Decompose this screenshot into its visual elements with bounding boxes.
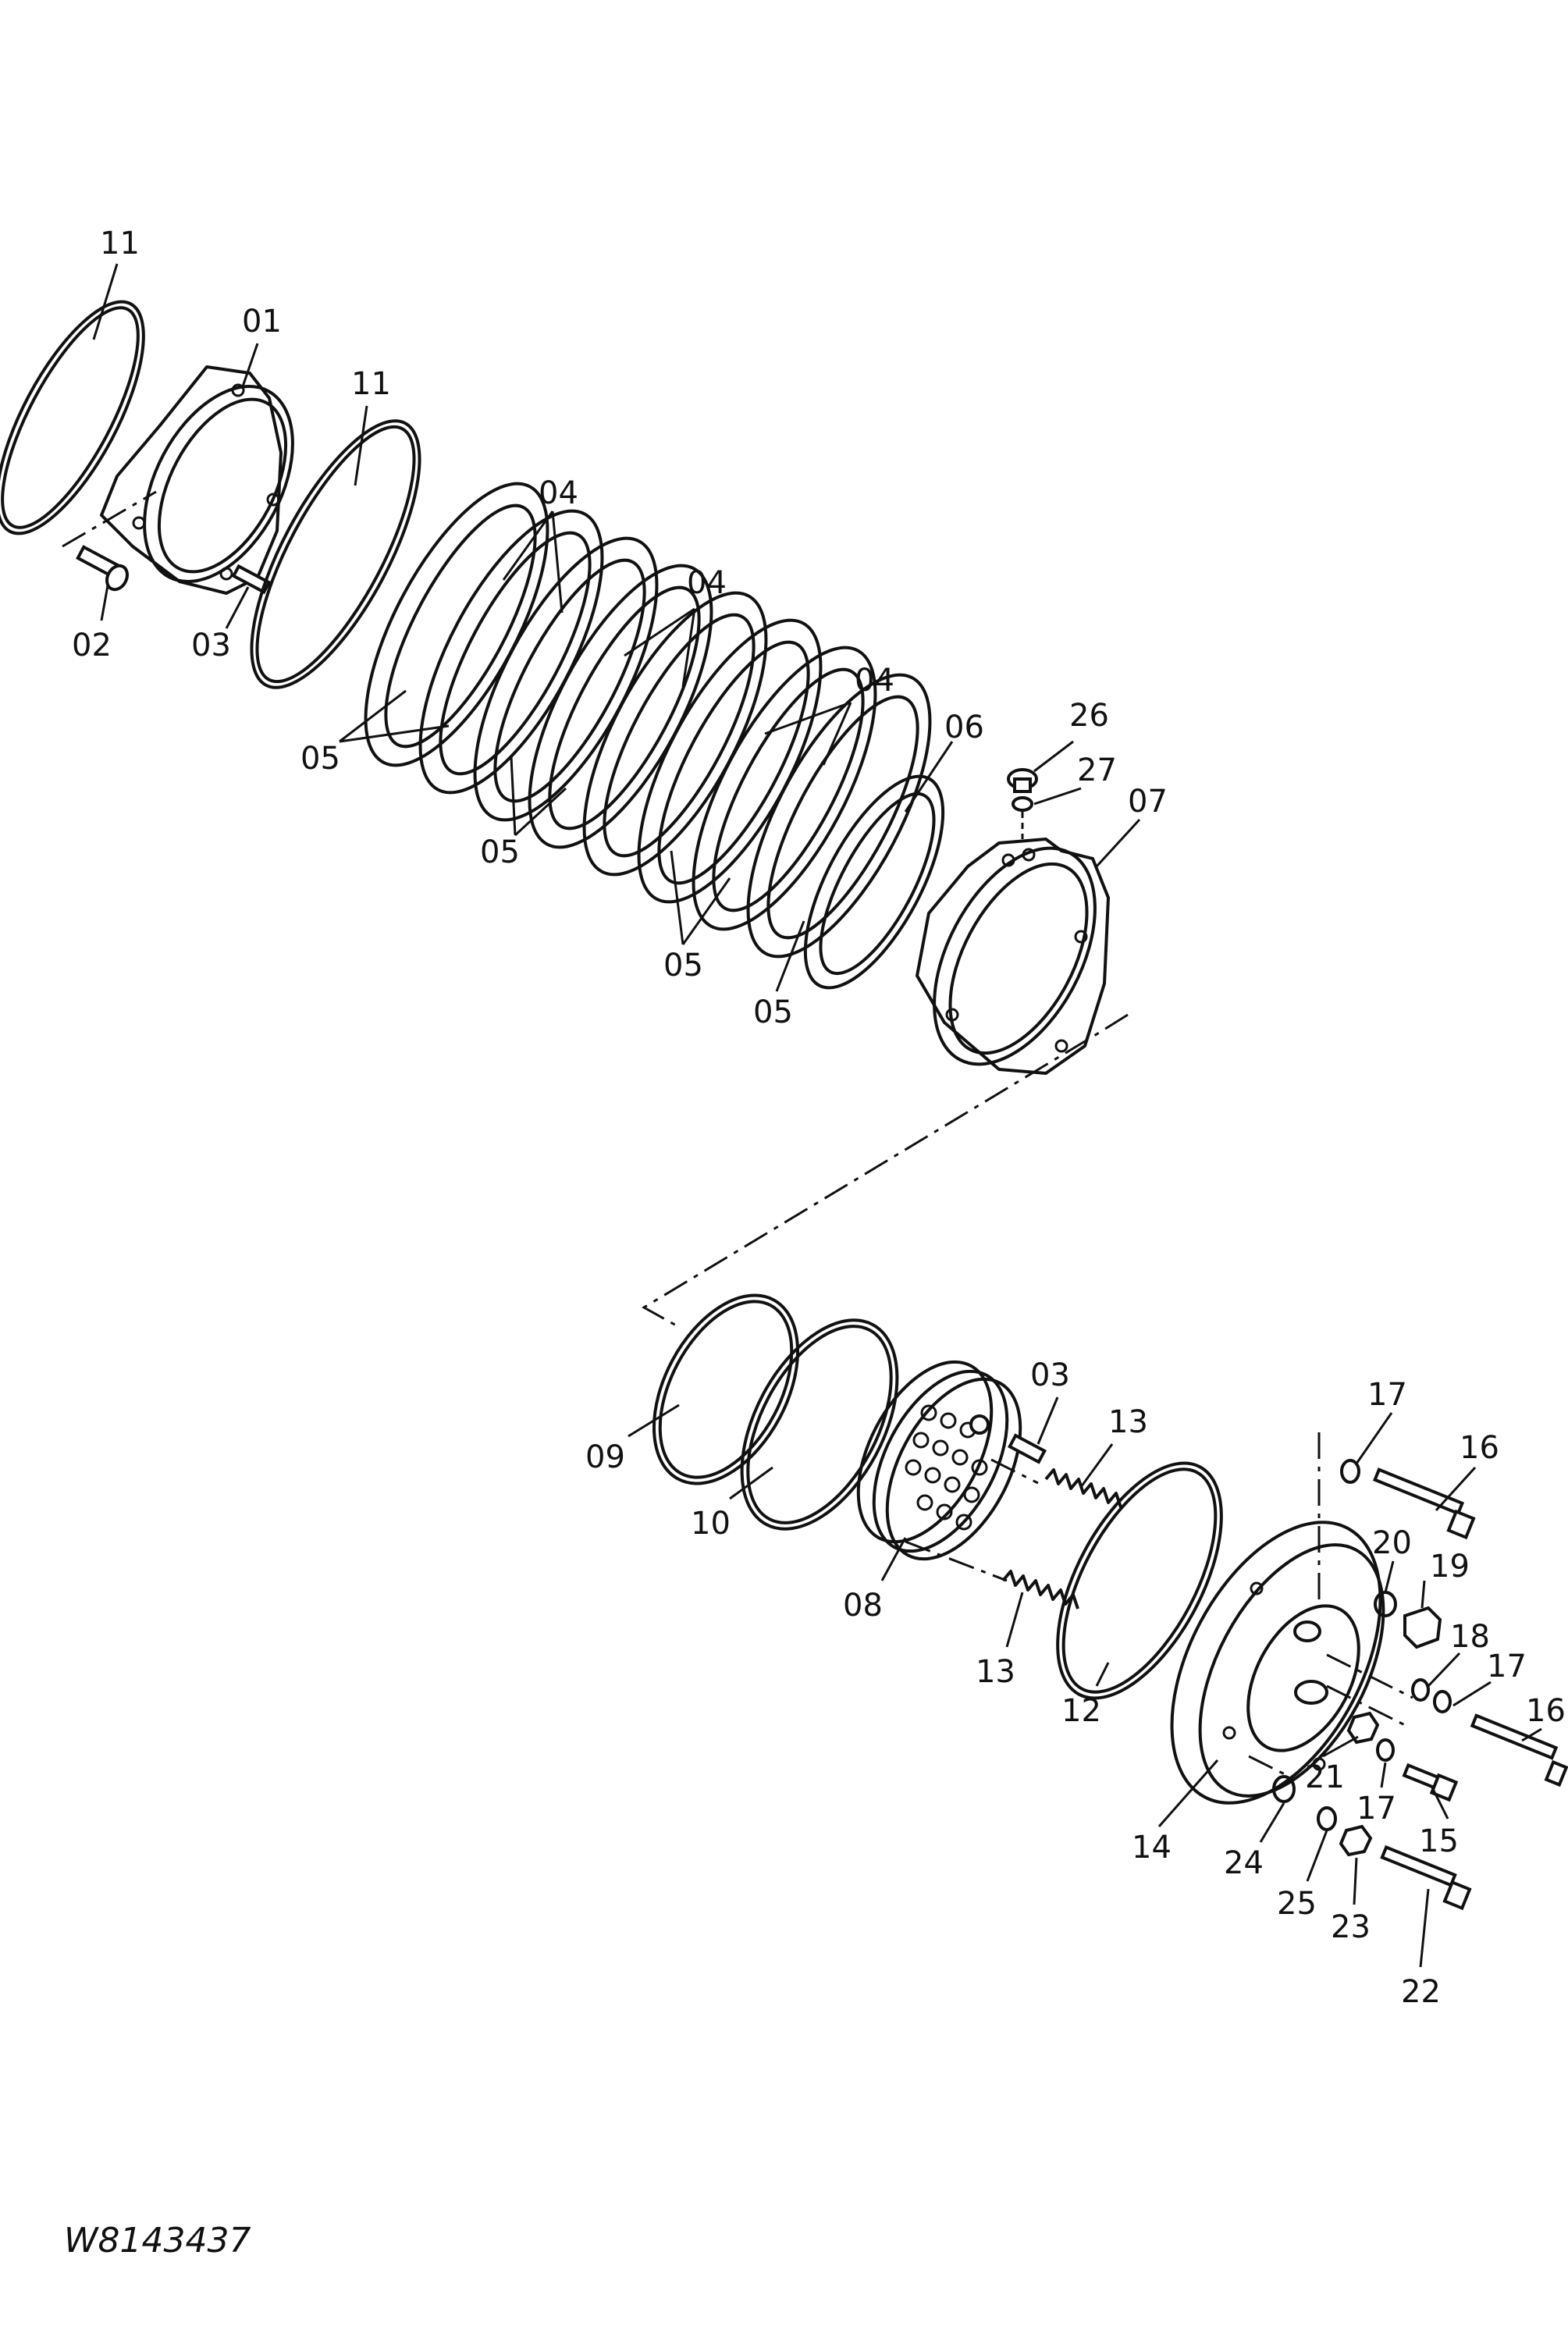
callout-07: 07 [1128, 784, 1168, 820]
callout-22: 22 [1401, 1974, 1441, 2010]
callout-04-c: 04 [855, 663, 894, 699]
callout-17-top: 17 [1367, 1377, 1407, 1413]
o-ring-11-right [250, 419, 421, 689]
callout-17-lower: 17 [1356, 1791, 1396, 1827]
callout-17-right: 17 [1487, 1649, 1527, 1684]
washer-24 [1272, 1775, 1296, 1803]
callout-14: 14 [1132, 1830, 1172, 1866]
plug-26 [1007, 768, 1038, 793]
callout-03-lower: 03 [1030, 1357, 1070, 1393]
pin-axis-line [990, 1458, 1039, 1485]
washer-17-right [1433, 1690, 1452, 1713]
washer-18 [1411, 1678, 1430, 1702]
callout-15: 15 [1419, 1823, 1459, 1859]
callout-26: 26 [1069, 698, 1109, 734]
callout-20: 20 [1372, 1525, 1412, 1561]
pin-03-upper [231, 564, 272, 595]
pin-03-lower [1007, 1433, 1047, 1464]
bolt-axis-right-2 [1326, 1684, 1406, 1727]
callout-27: 27 [1077, 752, 1117, 788]
callout-02: 02 [72, 628, 112, 663]
ring-09 [652, 1293, 800, 1485]
callout-05-b: 05 [480, 834, 520, 870]
callout-05-c: 05 [663, 948, 703, 984]
o-ring-12 [1056, 1461, 1223, 1700]
ring-10 [740, 1318, 899, 1531]
callout-11-left: 11 [100, 226, 140, 261]
clutch-plate-stack [364, 482, 932, 959]
callout-12: 12 [1061, 1693, 1101, 1729]
nut-21 [1346, 1711, 1380, 1745]
callout-24: 24 [1224, 1845, 1264, 1881]
callout-21: 21 [1305, 1759, 1345, 1795]
cover-14 [1170, 1521, 1385, 1805]
bolt-axis-right [1326, 1653, 1413, 1699]
bolt-axis-bottom [1248, 1755, 1289, 1777]
seal-20 [1374, 1591, 1397, 1617]
callout-25: 25 [1277, 1886, 1317, 1922]
leader-lines [92, 263, 1542, 1968]
retainer-ring-06 [803, 774, 945, 990]
callout-08: 08 [843, 1588, 883, 1624]
callout-05-a: 05 [300, 741, 340, 777]
plug-19 [1403, 1606, 1442, 1649]
washer-17-lower [1376, 1738, 1395, 1762]
o-ring-11-left [0, 300, 145, 535]
washer-25 [1317, 1806, 1337, 1831]
callout-04-b: 04 [687, 565, 727, 601]
nut-23 [1339, 1824, 1373, 1857]
callout-01: 01 [242, 304, 282, 340]
bolt-15 [1402, 1763, 1459, 1802]
callout-16-right: 16 [1526, 1693, 1566, 1729]
callout-16-top: 16 [1460, 1430, 1499, 1466]
callout-18: 18 [1450, 1619, 1490, 1655]
callout-13-upper: 13 [1108, 1404, 1148, 1440]
callout-04-a: 04 [539, 475, 578, 511]
callout-03-upper: 03 [191, 628, 231, 663]
washer-17-top [1340, 1459, 1360, 1484]
callout-09: 09 [585, 1439, 625, 1475]
callout-13-lower: 13 [976, 1654, 1015, 1690]
assembly-line-main [642, 1013, 1129, 1329]
piston-08 [856, 1360, 1022, 1561]
bolt-22 [1380, 1844, 1472, 1911]
spring-13-upper [1044, 1468, 1122, 1508]
seal-27 [1012, 796, 1033, 812]
callout-10: 10 [691, 1506, 731, 1542]
housing-07 [916, 838, 1110, 1075]
callout-19: 19 [1430, 1549, 1470, 1585]
assembly-line-upper-left [62, 490, 157, 548]
callout-05-d: 05 [753, 994, 793, 1030]
housing-01 [100, 365, 294, 595]
bolt-16-top [1372, 1467, 1476, 1540]
callout-labels: 11 01 11 02 03 04 04 04 05 05 05 05 06 2… [72, 226, 1566, 2010]
bolt-16-right [1470, 1713, 1568, 1788]
callout-11-right: 11 [351, 366, 391, 402]
bolt-02 [76, 545, 129, 592]
spring-axis-line [905, 1540, 1008, 1582]
callout-23: 23 [1331, 1909, 1371, 1945]
drawing-code: W8143437 [64, 2221, 251, 2261]
spring-13-lower [1001, 1570, 1079, 1610]
callout-06: 06 [944, 710, 984, 745]
